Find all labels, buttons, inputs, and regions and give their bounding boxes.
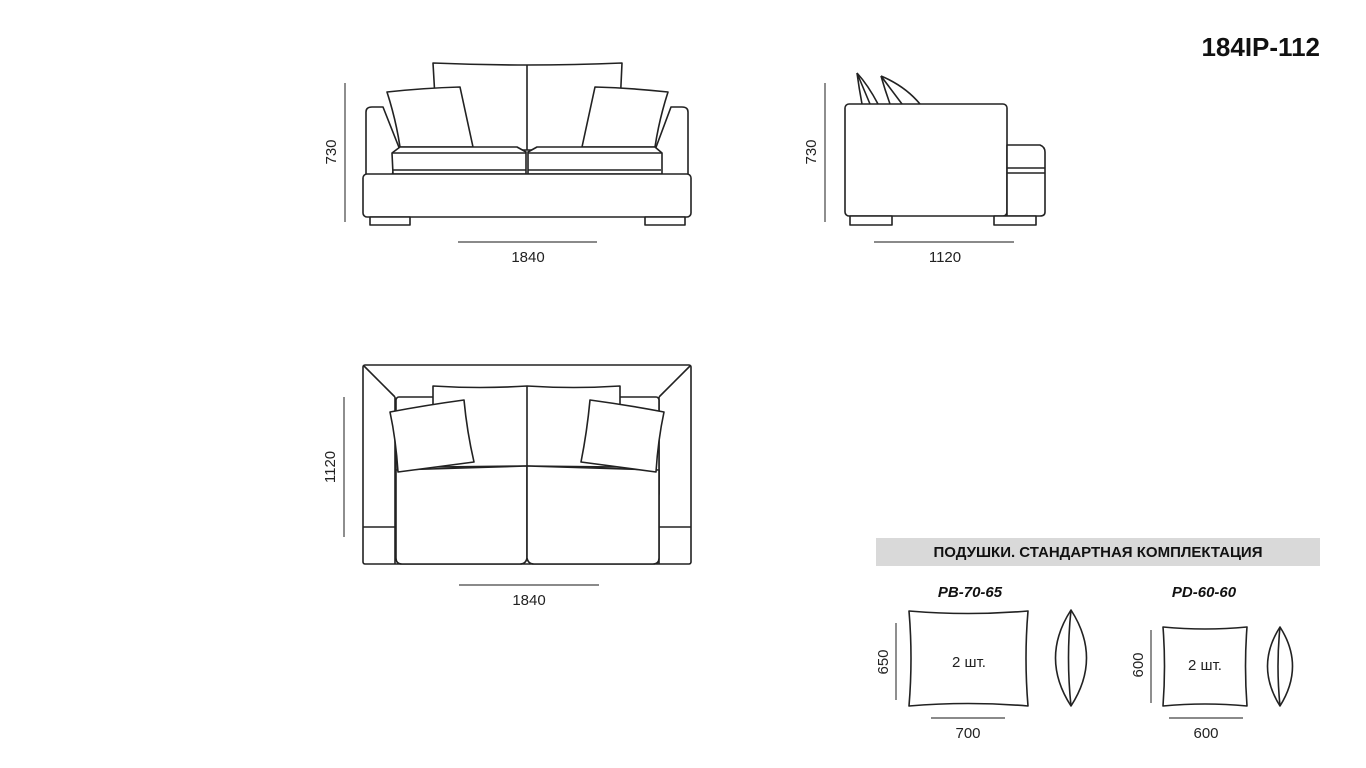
front-width-label: 1840	[511, 249, 544, 266]
sofa-base	[362, 173, 692, 218]
pillow-pd: PD-60-60 2 шт. 600 600	[1130, 584, 1294, 742]
top-right-seat	[526, 465, 660, 565]
top-depth-label: 1120	[322, 451, 339, 483]
pillow-width-label: 700	[955, 725, 980, 742]
side-view: 730 1120	[803, 72, 1046, 266]
top-width-label: 1840	[512, 592, 545, 609]
side-body	[844, 103, 1008, 217]
top-right-throw-pillow	[580, 399, 665, 473]
front-view: 730 1840	[323, 62, 692, 266]
left-throw-pillow	[386, 86, 474, 148]
pillow-width-label: 600	[1193, 725, 1218, 742]
pillows-header-bar	[876, 538, 1320, 566]
pillow-pb: PB-70-65 2 шт. 650 700	[875, 584, 1088, 742]
top-left-throw-pillow	[389, 399, 475, 473]
pillow-code: PD-60-60	[1172, 584, 1237, 601]
pillow-fins	[856, 72, 921, 105]
right-leg	[644, 216, 686, 226]
pillow-side	[1054, 609, 1088, 707]
seat-extension	[1006, 144, 1046, 217]
pillows-section: ПОДУШКИ. СТАНДАРТНАЯ КОМПЛЕКТАЦИЯ PB-70-…	[875, 538, 1320, 742]
pillow-height-label: 600	[1130, 652, 1147, 677]
side-front-leg	[849, 215, 893, 226]
side-back-leg	[993, 215, 1037, 226]
left-leg	[369, 216, 411, 226]
front-height-label: 730	[323, 139, 340, 164]
top-left-seat	[395, 465, 528, 565]
pillow-code: PB-70-65	[938, 584, 1003, 601]
side-depth-label: 1120	[929, 249, 961, 266]
side-height-label: 730	[803, 139, 820, 164]
pillows-header: ПОДУШКИ. СТАНДАРТНАЯ КОМПЛЕКТАЦИЯ	[934, 544, 1263, 561]
pillow-front	[908, 610, 1029, 707]
top-view: 1120 1840	[322, 364, 692, 609]
pillow-height-label: 650	[875, 649, 892, 674]
pillow-side	[1266, 626, 1294, 707]
right-throw-pillow	[581, 86, 669, 148]
pillow-qty: 2 шт.	[952, 654, 986, 671]
pillow-front	[1162, 626, 1248, 707]
model-code: 184IP-112	[1201, 32, 1320, 62]
pillow-qty: 2 шт.	[1188, 657, 1222, 674]
